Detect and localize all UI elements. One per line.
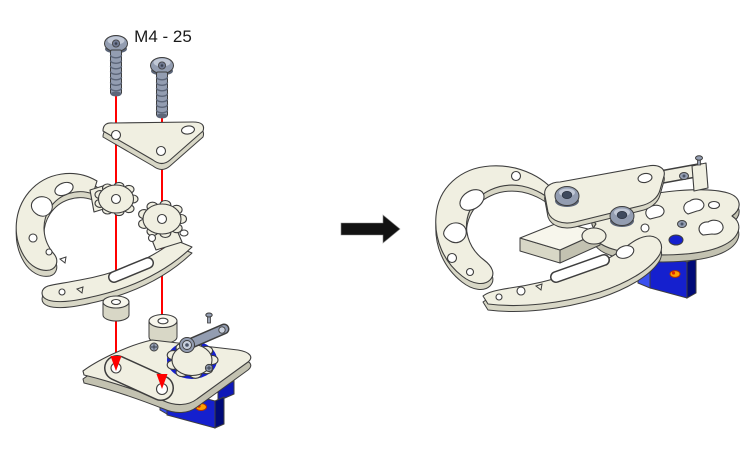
fastener-callout-label: M4 - 25 — [134, 27, 192, 46]
right-gripper-jaw-gear-plate — [41, 199, 193, 309]
assembled-bracket — [544, 164, 665, 229]
m4-screw-right — [149, 56, 175, 120]
bracket-hole-center — [155, 145, 167, 157]
assembled-center-block — [519, 221, 607, 264]
servo-arm-bracket — [102, 121, 205, 170]
linkage-screw-end — [679, 172, 689, 180]
bracket-hole-left — [110, 129, 122, 141]
screw-head-dome-left — [554, 186, 580, 208]
flow-arrow — [340, 214, 401, 244]
exploded-view: M4 - 25 — [15, 27, 252, 429]
assembled-left-jaw — [435, 165, 561, 290]
base-plate-screws — [149, 342, 214, 373]
right-jaw-pivot-hole — [156, 213, 168, 225]
spacer-bushing-left — [102, 295, 130, 322]
spacer-bushing-right — [148, 313, 178, 344]
assembled-right-jaw — [482, 235, 663, 312]
linkage-screw-top — [695, 155, 703, 166]
base-plate-slot — [104, 355, 174, 401]
bracket-slot-right — [180, 125, 196, 135]
screw-head-dome-right — [609, 206, 635, 228]
assembled-view — [435, 155, 740, 312]
servo-led — [669, 270, 681, 278]
left-jaw-pivot-hole — [110, 193, 122, 205]
servo-horn — [179, 312, 230, 353]
left-gripper-jaw-gear-plate — [15, 172, 139, 277]
linkage-nut-lower — [677, 220, 687, 228]
assembly-guide-arrowheads — [110, 356, 168, 389]
m4-screw-left — [103, 34, 129, 98]
